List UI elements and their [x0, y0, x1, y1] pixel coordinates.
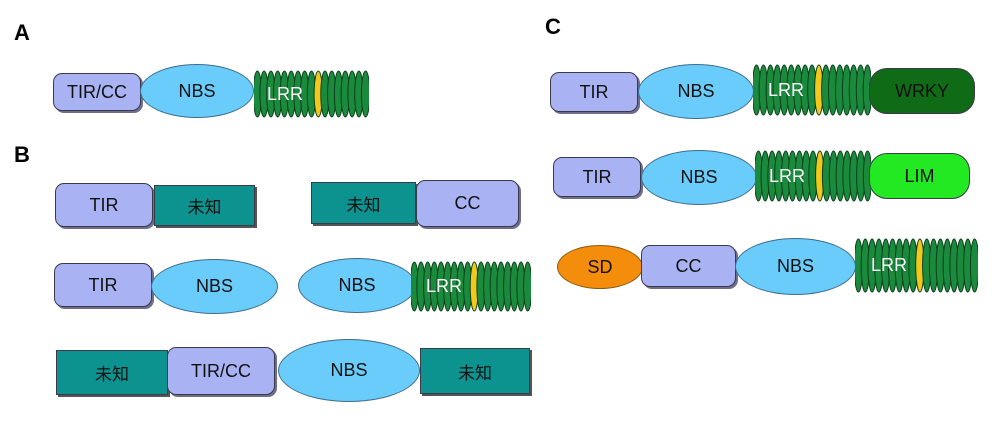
lrr-repeat: [360, 70, 371, 118]
panel-label-a: A: [14, 20, 30, 45]
lrr-domain: [409, 261, 533, 312]
nbs-domain: NBS: [278, 339, 420, 402]
nbs-domain: NBS: [735, 238, 856, 295]
nbs-domain: NBS: [151, 259, 278, 314]
lrr-repeat: [523, 261, 533, 312]
panel-label-c: C: [545, 14, 561, 39]
tir-domain: TIR: [54, 263, 152, 307]
tir-domain: TIR: [550, 72, 638, 112]
unknown-domain: 未知: [311, 182, 416, 224]
lrr-domain: [853, 238, 980, 293]
nbs-domain: NBS: [140, 64, 254, 118]
lrr-domain: [753, 150, 873, 202]
tir-domain: TIR: [55, 183, 153, 227]
lrr-repeats-svg: [751, 64, 873, 116]
lrr-repeats-svg: [753, 150, 873, 202]
lrr-repeat: [969, 238, 980, 293]
cc-domain: CC: [641, 245, 736, 287]
nbs-domain: NBS: [638, 64, 754, 119]
unknown-domain: 未知: [56, 350, 168, 395]
lrr-repeats-svg: [409, 261, 533, 312]
tircc-domain: TIR/CC: [53, 73, 141, 111]
cc-domain: CC: [416, 180, 519, 227]
lrr-domain: [252, 70, 371, 118]
tir-domain: TIR: [553, 157, 641, 197]
nbs-domain: NBS: [298, 258, 416, 313]
lrr-repeats-svg: [853, 238, 980, 293]
sd-domain: SD: [557, 245, 643, 289]
unknown-domain: 未知: [420, 348, 530, 394]
nbs-domain: NBS: [641, 150, 757, 205]
lrr-domain: [751, 64, 873, 116]
panel-label-b: B: [14, 142, 30, 167]
lrr-repeats-svg: [252, 70, 371, 118]
lim-domain: LIM: [869, 153, 970, 199]
wrky-domain: WRKY: [869, 68, 975, 114]
tircc-domain: TIR/CC: [167, 347, 275, 395]
unknown-domain: 未知: [154, 185, 255, 226]
